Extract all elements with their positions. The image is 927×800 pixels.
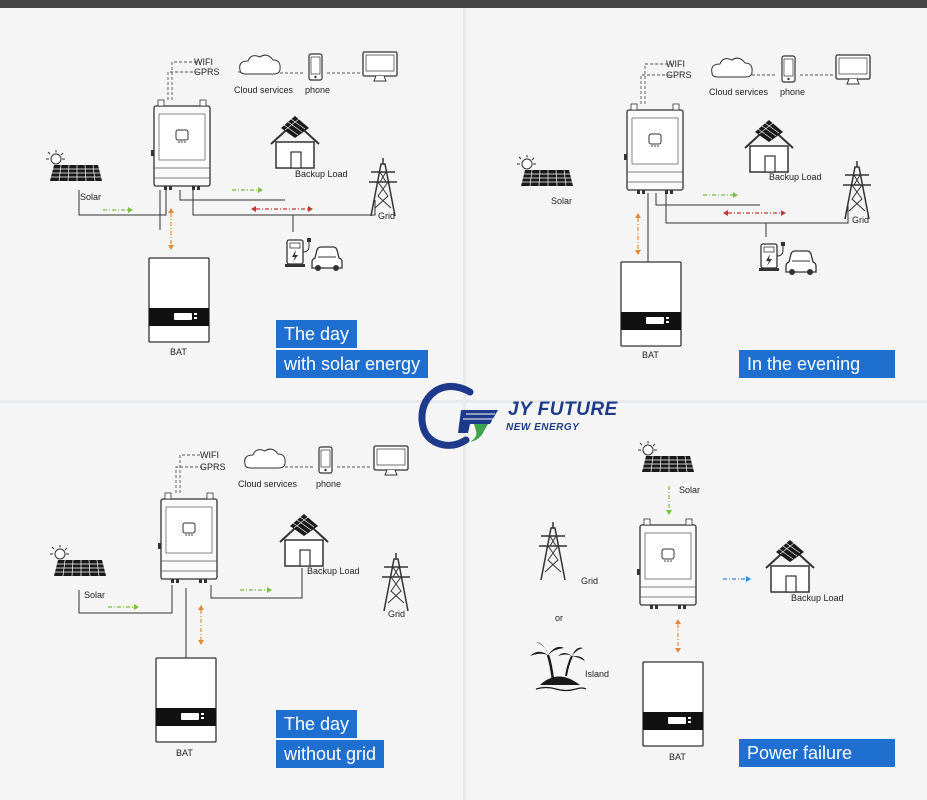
inverter-icon <box>636 518 697 610</box>
caption-no-grid-line1: The day <box>276 710 358 738</box>
caption-solar-day-line2: with solar energy <box>276 350 429 378</box>
brand-name: JY FUTURE <box>508 399 618 420</box>
bat-label: BAT <box>170 347 187 357</box>
gprs-label: GPRS <box>666 70 692 80</box>
solar-label: Solar <box>551 196 572 206</box>
backup-load-label: Backup Load <box>769 172 822 182</box>
bat-label: BAT <box>642 350 659 360</box>
grid-label: Grid <box>581 576 598 586</box>
phone-icon <box>308 53 323 81</box>
wifi-label: WIFI <box>666 59 685 69</box>
brand-tagline: NEW ENERGY <box>506 422 580 433</box>
grid-label: Grid <box>378 211 395 221</box>
solar-label: Solar <box>80 192 101 202</box>
cloud-label: Cloud services <box>234 85 294 95</box>
brand-logo-icon <box>418 383 498 449</box>
inverter-icon <box>623 103 684 195</box>
phone-label: phone <box>316 479 341 489</box>
battery-icon <box>620 261 682 347</box>
caption-evening: In the evening <box>739 350 895 378</box>
inverter-icon <box>150 99 211 191</box>
wifi-label: WIFI <box>200 450 219 460</box>
gprs-label: GPRS <box>200 462 226 472</box>
bat-label: BAT <box>176 748 193 758</box>
island-icon <box>530 642 587 692</box>
grid-label: Grid <box>852 215 869 225</box>
bat-label: BAT <box>669 752 686 762</box>
panel-solar-day: WIFI GPRS Cloud services phone Solar Bac… <box>45 51 398 357</box>
caption-solar-day-line1: The day <box>276 320 358 348</box>
monitor-icon <box>373 445 409 476</box>
battery-icon <box>642 661 704 747</box>
backup-load-label: Backup Load <box>307 566 360 576</box>
phone-icon <box>318 446 333 474</box>
caption-no-grid-line2: without grid <box>276 740 385 768</box>
grid-label: Grid <box>388 609 405 619</box>
panel-evening: WIFI GPRS Cloud services phone Solar Bac… <box>516 54 872 360</box>
phone-label: phone <box>305 85 330 95</box>
solar-label: Solar <box>679 485 700 495</box>
phone-icon <box>781 55 796 83</box>
inverter-icon <box>157 492 218 584</box>
or-label: or <box>555 613 563 623</box>
battery-icon <box>155 657 217 743</box>
island-label: Island <box>585 669 609 679</box>
wifi-label: WIFI <box>194 57 213 67</box>
gprs-label: GPRS <box>194 67 220 77</box>
cloud-label: Cloud services <box>238 479 298 489</box>
battery-icon <box>148 257 210 343</box>
backup-load-label: Backup Load <box>295 169 348 179</box>
panel-power-failure: Solar Backup Load Grid or Island BAT <box>530 440 844 762</box>
panel-no-grid: WIFI GPRS Cloud services phone Solar Bac… <box>49 445 411 758</box>
solar-label: Solar <box>84 590 105 600</box>
cloud-label: Cloud services <box>709 87 769 97</box>
backup-load-label: Backup Load <box>791 593 844 603</box>
phone-label: phone <box>780 87 805 97</box>
caption-power-failure: Power failure <box>739 739 895 767</box>
